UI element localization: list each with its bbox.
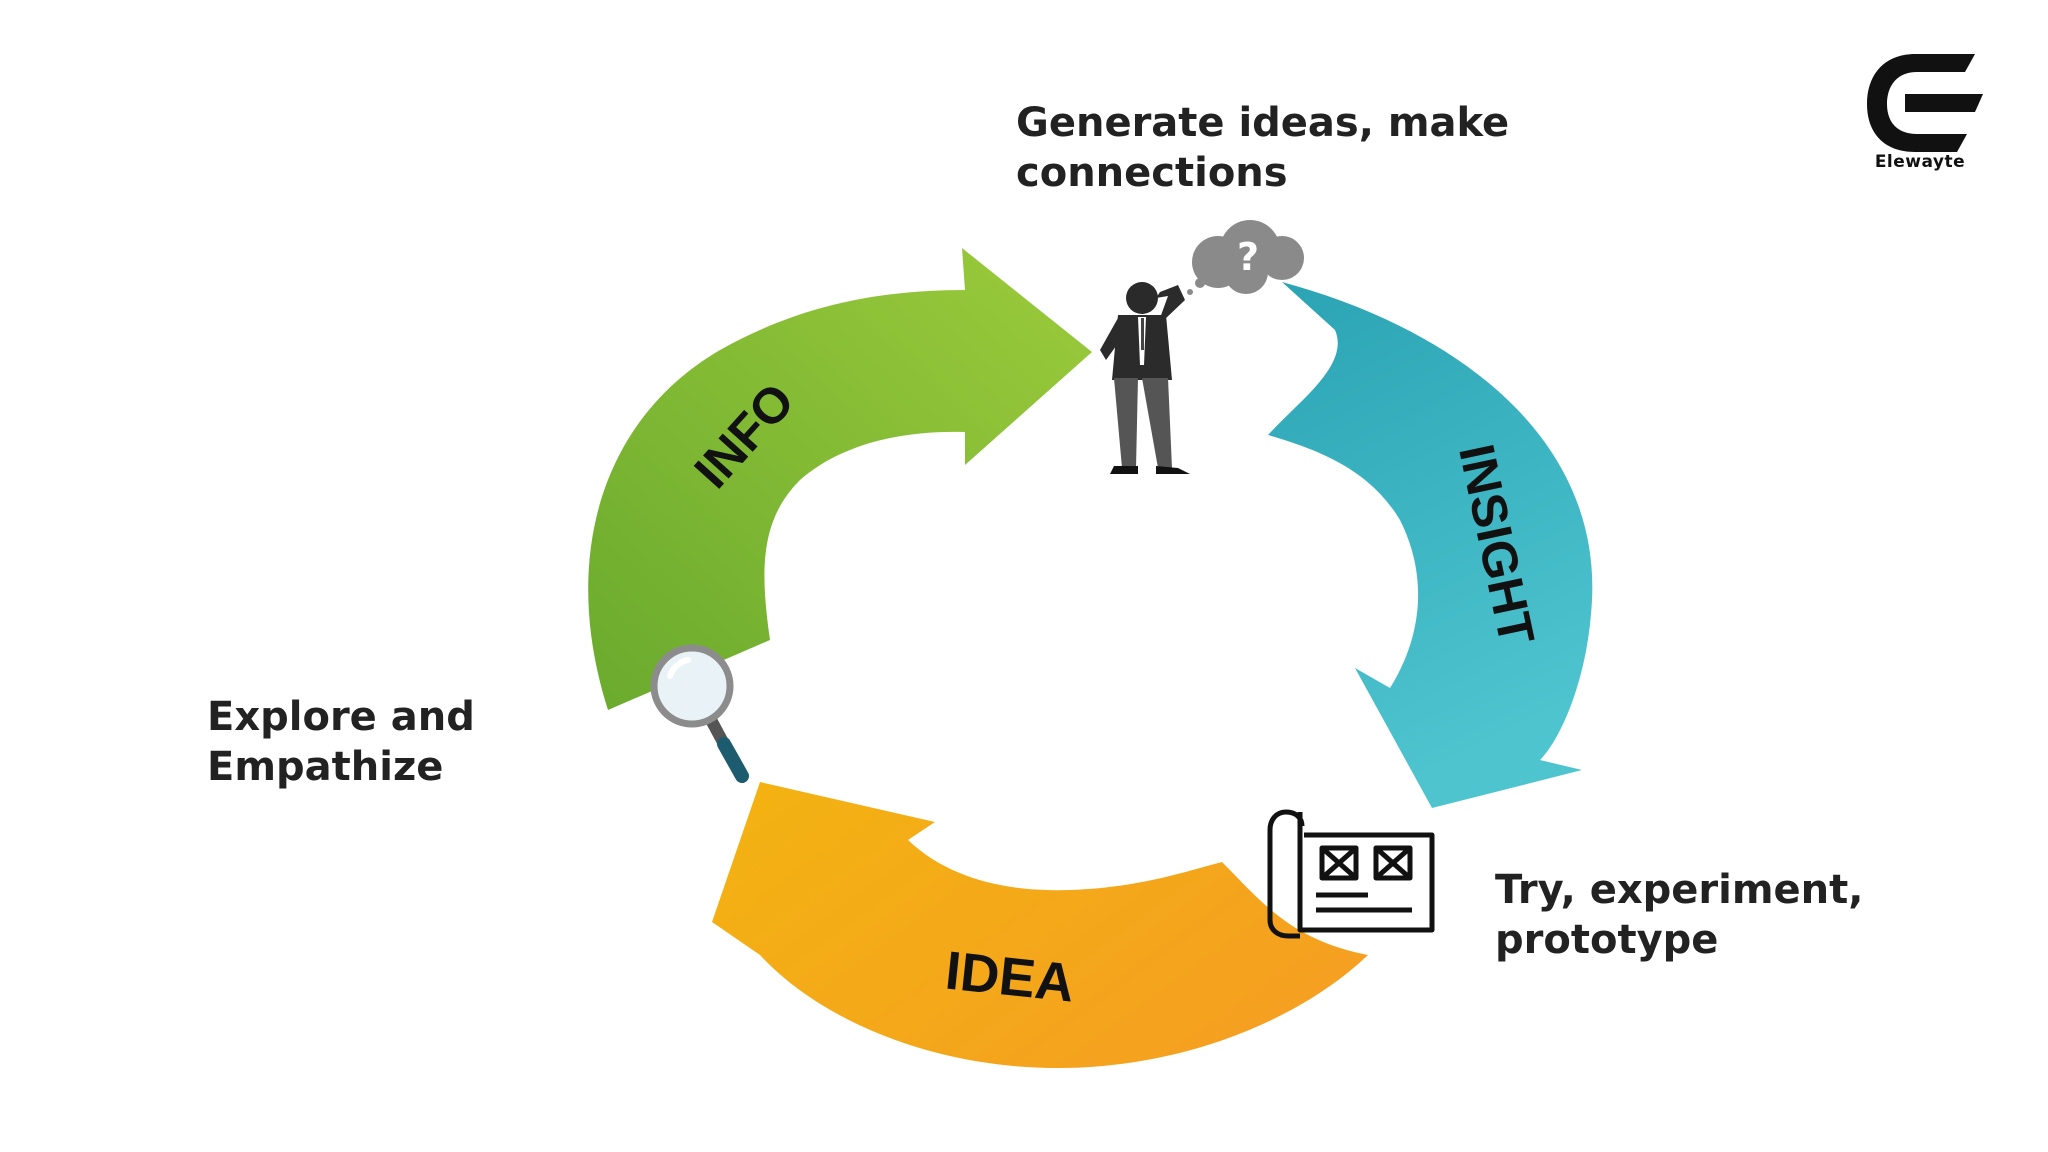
idea-label: IDEA [943, 941, 1078, 1014]
caption-right-line2: prototype [1495, 917, 1719, 963]
caption-left-line2: Empathize [207, 744, 444, 790]
elewayte-logo [1867, 54, 1983, 152]
caption-top-line2: connections [1016, 150, 1288, 196]
insight-arc [1268, 282, 1593, 808]
magnifying-glass-icon [650, 644, 749, 783]
svg-text:?: ? [1237, 235, 1259, 279]
caption-right-line1: Try, experiment, [1495, 867, 1864, 913]
idea-arc [712, 782, 1368, 1069]
thinking-person-icon [1100, 282, 1190, 474]
caption-explore-empathize: Explore and Empathize [207, 692, 547, 792]
question-cloud-icon: ? [1187, 220, 1304, 295]
blueprint-scroll-icon [1267, 809, 1435, 939]
caption-top-line1: Generate ideas, make [1016, 100, 1510, 146]
info-arc [588, 248, 1092, 710]
caption-generate-ideas: Generate ideas, make connections [1016, 98, 1636, 198]
caption-try-experiment: Try, experiment, prototype [1495, 865, 1955, 965]
logo-wordmark: Elewayte [1874, 152, 1966, 172]
caption-left-line1: Explore and [207, 694, 475, 740]
